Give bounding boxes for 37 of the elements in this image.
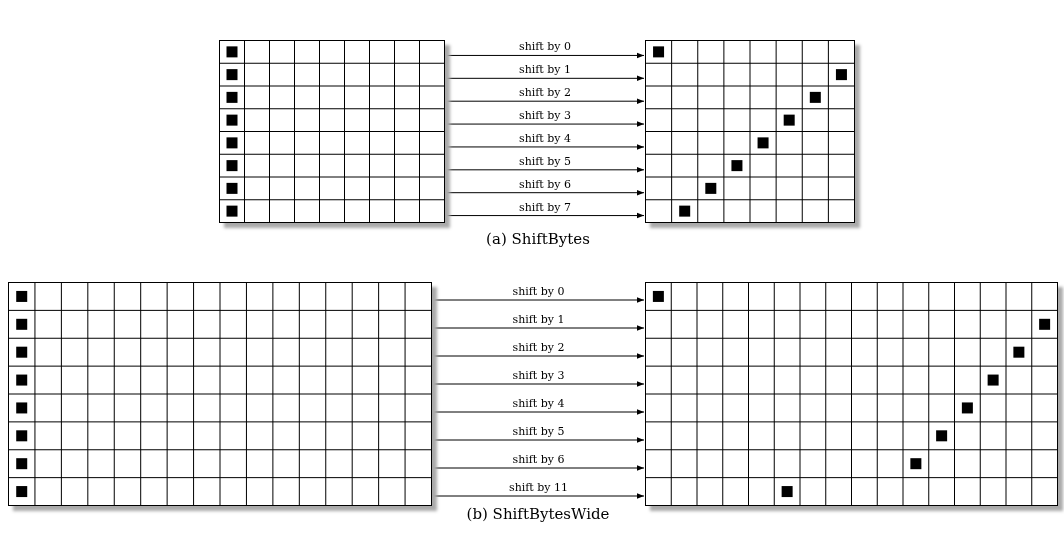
edge-label: shift by 0 <box>510 286 567 298</box>
edge-label: shift by 4 <box>510 398 567 410</box>
arrow <box>432 297 645 303</box>
edge-label: shift by 7 <box>517 201 573 214</box>
byte-grid <box>645 40 855 223</box>
byte-grid <box>645 282 1058 506</box>
arrow <box>432 353 645 359</box>
byte-grid <box>8 282 432 506</box>
figure-caption: (b) ShiftBytesWide <box>466 505 610 523</box>
arrow <box>432 325 645 331</box>
arrow <box>445 52 645 59</box>
arrow <box>445 212 645 219</box>
edge-label: shift by 3 <box>517 110 573 123</box>
edge-label: shift by 2 <box>510 342 567 354</box>
figure-caption: (a) ShiftBytes <box>486 230 590 248</box>
arrow <box>445 98 645 104</box>
arrow <box>432 381 645 387</box>
arrow <box>445 167 645 173</box>
edge-label: shift by 1 <box>517 64 573 77</box>
byte-grid <box>219 40 445 223</box>
edge-label: shift by 2 <box>517 87 573 100</box>
edge-label: shift by 5 <box>510 426 567 438</box>
arrow <box>432 465 645 471</box>
arrow <box>445 189 645 196</box>
arrow <box>445 75 645 82</box>
edge-label: shift by 5 <box>517 155 573 168</box>
edge-label: shift by 4 <box>517 132 573 145</box>
edge-label: shift by 3 <box>510 370 567 382</box>
edge-label: shift by 11 <box>507 482 570 494</box>
arrow <box>445 144 645 150</box>
edge-label: shift by 0 <box>517 41 573 54</box>
edge-label: shift by 6 <box>517 178 573 191</box>
arrow <box>432 437 645 443</box>
arrow <box>432 493 645 499</box>
edge-label: shift by 6 <box>510 454 567 466</box>
arrow <box>432 409 645 415</box>
arrow <box>445 121 645 127</box>
